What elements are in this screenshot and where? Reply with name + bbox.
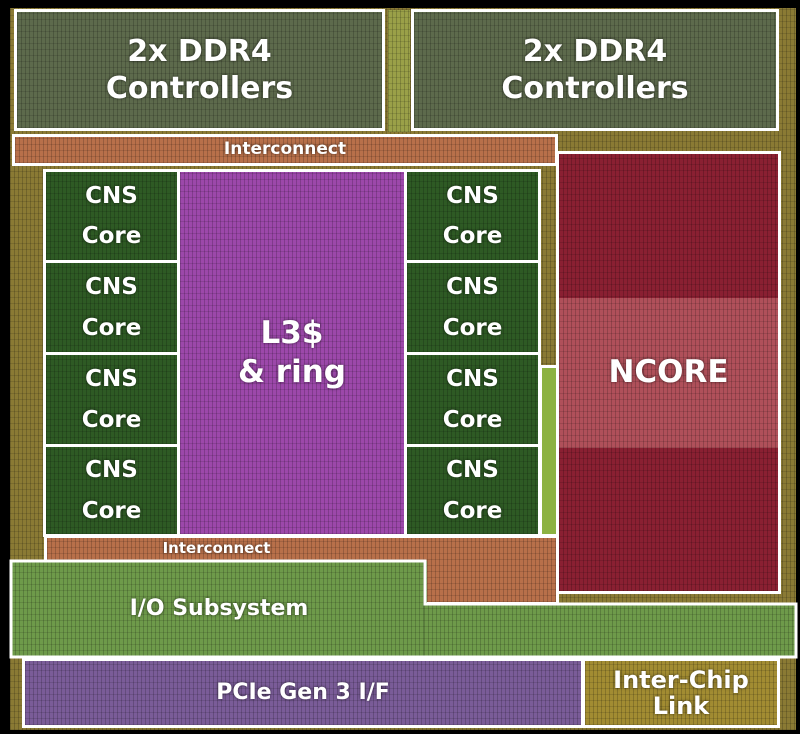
- ncore: NCORE: [556, 151, 781, 594]
- core-label: CNS: [85, 274, 138, 301]
- l3-line1: L3$: [260, 315, 324, 352]
- interchip-line1: Inter-Chip: [613, 665, 749, 694]
- ddr-right-line2: Controllers: [501, 71, 689, 106]
- core-label: Core: [442, 314, 503, 341]
- inter-chip-link: Inter-Chip Link: [582, 658, 780, 728]
- core-label: Core: [81, 223, 142, 249]
- cns-core: CNS Core: [404, 169, 541, 263]
- interchip-line2: Link: [652, 692, 710, 720]
- io-subsystem-extension: [424, 603, 796, 657]
- core-label: CNS: [446, 366, 499, 393]
- core-label: Core: [81, 497, 142, 524]
- core-label: CNS: [446, 274, 499, 301]
- cns-core: CNS Core: [43, 352, 180, 447]
- ddr4-controllers-left: 2x DDR4 Controllers: [14, 9, 385, 131]
- interconnect-top: Interconnect: [12, 134, 558, 166]
- ddr-right-line1: 2x DDR4: [522, 33, 668, 69]
- core-label: Core: [442, 223, 503, 249]
- center-strip: [388, 10, 410, 132]
- ncore-band: [559, 298, 778, 448]
- ddr4-controllers-right: 2x DDR4 Controllers: [411, 9, 779, 131]
- l3-line2: & ring: [237, 354, 346, 390]
- core-label: CNS: [85, 182, 138, 209]
- core-label: Core: [442, 497, 503, 524]
- core-label: CNS: [446, 182, 499, 209]
- interconnect-top-label: Interconnect: [223, 139, 347, 160]
- l3-cache-ring: L3$ & ring: [177, 169, 407, 537]
- core-label: CNS: [446, 457, 499, 484]
- core-label: Core: [442, 406, 503, 433]
- ddr-left-line2: Controllers: [105, 71, 294, 106]
- core-label: CNS: [85, 457, 138, 484]
- io-subsystem: I/O Subsystem: [11, 561, 427, 657]
- io-border: [9, 559, 798, 659]
- cns-core: CNS Core: [404, 260, 541, 355]
- cns-core: CNS Core: [404, 444, 541, 537]
- io-label: I/O Subsystem: [129, 596, 309, 622]
- core-label: CNS: [85, 366, 138, 393]
- ncore-label: NCORE: [608, 354, 729, 391]
- cns-core: CNS Core: [43, 169, 180, 263]
- interconnect-bottom-label: Interconnect: [162, 539, 271, 557]
- core-label: Core: [81, 406, 142, 433]
- pcie-label: PCIe Gen 3 I/F: [216, 680, 390, 706]
- cns-core: CNS Core: [43, 260, 180, 355]
- ddr-left-line1: 2x DDR4: [127, 33, 272, 69]
- core-label: Core: [81, 314, 142, 341]
- cns-core: CNS Core: [404, 352, 541, 447]
- pcie-gen3-interface: PCIe Gen 3 I/F: [22, 658, 584, 728]
